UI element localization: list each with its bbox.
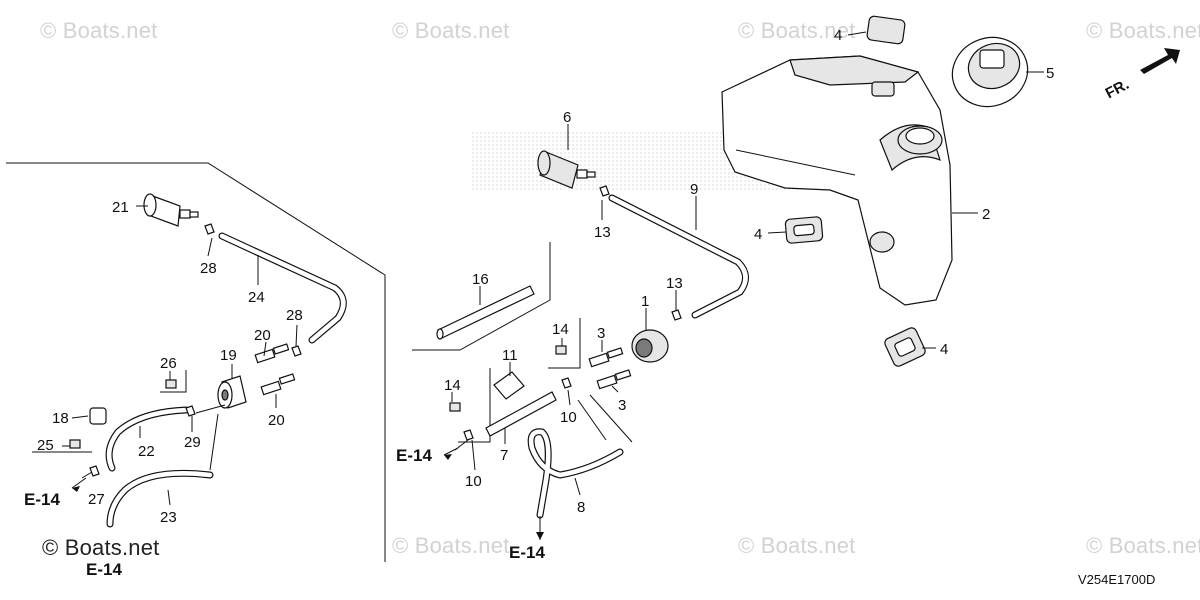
clip-13a <box>599 185 610 197</box>
watermark: © Boats.net <box>40 18 158 43</box>
tube-11 <box>493 371 525 400</box>
fuel-filter-6 <box>537 150 596 189</box>
callout-13: 13 <box>594 224 611 241</box>
callout-4: 4 <box>940 341 948 358</box>
callout-3: 3 <box>618 397 626 414</box>
joint-3a <box>588 347 624 368</box>
watermark: © Boats.net <box>392 18 510 43</box>
callout-4: 4 <box>834 27 842 44</box>
callout-7: 7 <box>500 447 508 464</box>
callout-14: 14 <box>444 377 461 394</box>
callout-10: 10 <box>560 409 577 426</box>
callout-10: 10 <box>465 473 482 490</box>
callout-11: 11 <box>502 347 518 364</box>
clamp-25 <box>69 439 81 449</box>
clip-28b <box>291 345 302 357</box>
watermark: © Boats.net <box>738 18 856 43</box>
watermark-bottom-left: © Boats.net <box>42 535 160 560</box>
fuel-tank-2 <box>721 55 953 306</box>
section-frame-14b <box>458 368 491 443</box>
callout-28: 28 <box>200 260 217 277</box>
callout-26: 26 <box>160 355 177 372</box>
section-frame-16 <box>412 242 551 351</box>
callout-22: 22 <box>138 443 155 460</box>
section-frame-left <box>6 162 386 562</box>
callout-3: 3 <box>597 325 605 342</box>
callout-20: 20 <box>254 327 271 344</box>
callout-24: 24 <box>248 289 265 306</box>
pad-4a <box>866 15 906 45</box>
callout-19: 19 <box>220 347 237 364</box>
fuel-cap-5 <box>951 36 1029 108</box>
joint-3b <box>596 369 632 390</box>
hose-24 <box>218 232 347 344</box>
watermark: © Boats.net <box>392 533 510 558</box>
watermark: © Boats.net <box>1086 18 1200 43</box>
section-frame-14 <box>548 318 581 369</box>
reference-e14: E-14 <box>396 446 432 465</box>
callout-1: 1 <box>641 293 649 310</box>
clip-27 <box>89 465 100 477</box>
clip-28a <box>204 223 215 235</box>
callout-27: 27 <box>88 491 105 508</box>
clamp-14b <box>449 402 461 412</box>
callout-8: 8 <box>577 499 585 516</box>
section-frame-26 <box>160 370 187 393</box>
callout-4: 4 <box>754 226 762 243</box>
pad-4c <box>884 327 926 367</box>
joint-20a <box>254 343 290 364</box>
callout-25: 25 <box>37 437 54 454</box>
callout-6: 6 <box>563 109 571 126</box>
front-indicator: FR. <box>1103 48 1180 102</box>
callout-14: 14 <box>552 321 569 338</box>
joint-20b <box>260 373 296 396</box>
callout-16: 16 <box>472 271 489 288</box>
callout-20: 20 <box>268 412 285 429</box>
callout-29: 29 <box>184 434 201 451</box>
watermark: © Boats.net <box>1086 533 1200 558</box>
pad-4b <box>784 216 824 244</box>
reference-e14: E-14 <box>509 543 545 562</box>
callout-9: 9 <box>690 181 698 198</box>
cap-18 <box>89 407 107 425</box>
callout-2: 2 <box>982 206 990 223</box>
clamp-14a <box>555 345 567 355</box>
arrow-27 <box>81 471 93 479</box>
callout-13: 13 <box>666 275 683 292</box>
pipe-16 <box>436 285 535 340</box>
reference-e14: E-14 <box>24 490 60 509</box>
clip-29 <box>185 405 196 417</box>
callout-5: 5 <box>1046 65 1054 82</box>
clip-10a <box>463 429 474 441</box>
drawing-code: V254E1700D <box>1078 572 1156 587</box>
clip-13b <box>671 309 682 321</box>
reference-e14: E-14 <box>86 560 122 579</box>
connector-19 <box>217 375 247 409</box>
clip-10b <box>561 377 572 389</box>
callout-21: 21 <box>112 199 129 216</box>
clamp-26 <box>165 379 177 389</box>
watermark: © Boats.net <box>738 533 856 558</box>
pipe-7 <box>485 391 557 437</box>
fuel-filter-21 <box>143 193 199 227</box>
fr-label: FR. <box>1103 76 1132 102</box>
grommet-1 <box>631 329 669 363</box>
callout-28: 28 <box>286 307 303 324</box>
callout-18: 18 <box>52 410 69 427</box>
callout-23: 23 <box>160 509 177 526</box>
